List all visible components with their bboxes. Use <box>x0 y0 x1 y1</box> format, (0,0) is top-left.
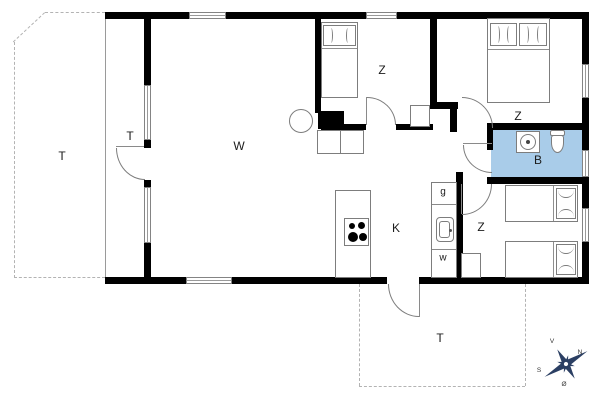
sideboard-right <box>340 130 364 154</box>
burner <box>349 223 355 229</box>
terrace-south-dash-left <box>359 284 360 386</box>
shower-drain-dot <box>526 140 530 144</box>
single-bed-bottom-2 <box>505 241 578 278</box>
compass-label-south: S <box>537 367 542 374</box>
burner <box>358 222 365 229</box>
window-right-bathroom <box>582 150 589 177</box>
wall-hall-jog-horiz <box>430 102 458 109</box>
fireplace <box>318 111 344 129</box>
single-bed-bottom-1 <box>505 185 578 222</box>
door-arc-bedroom-bottom <box>462 184 492 215</box>
window-terrace-divider-2 <box>144 187 151 243</box>
room-label-bathroom: B <box>533 153 543 167</box>
shower <box>516 131 540 153</box>
sink-faucet <box>449 229 452 232</box>
room-label-terrace-south: T <box>436 331 444 345</box>
window-terrace-divider-1 <box>144 85 151 140</box>
window-top-1 <box>189 12 226 19</box>
wall-living-bedroom-vert <box>315 12 321 113</box>
wall-kitchen-bedroom-divider <box>456 184 463 284</box>
room-label-utility: w <box>439 252 447 264</box>
window-top-2 <box>366 12 397 19</box>
room-label-terrace-covered: T <box>126 129 134 143</box>
dining-table-round <box>289 109 313 133</box>
terrace-left-dash-left <box>14 42 15 278</box>
door-arc-terrace <box>116 148 145 180</box>
bed-pillow <box>519 23 547 46</box>
room-label-kitchen: K <box>391 221 401 235</box>
wall-terrace-divider-a <box>144 12 151 85</box>
wall-terrace-divider-d <box>144 243 151 284</box>
compass-label-east: Ø <box>561 381 566 388</box>
counter-divider <box>432 204 456 205</box>
sideboard-left <box>317 130 341 154</box>
bed-linen-line <box>553 242 554 277</box>
stove <box>344 218 369 246</box>
bed-linen-line <box>322 48 357 49</box>
toilet-bowl <box>551 135 564 153</box>
compass-label-west: V <box>550 338 555 345</box>
wall-hall-jog-vert <box>450 102 457 132</box>
wall-living-bedroom-horiz-right <box>396 124 433 130</box>
compass-rose: V N S Ø <box>537 338 588 388</box>
compass-label-north: N <box>578 349 583 356</box>
room-label-living: W <box>233 139 245 153</box>
wall-terrace-divider-b <box>144 140 151 148</box>
counter-divider <box>432 249 456 250</box>
wardrobe-bedroom-top <box>410 105 430 127</box>
terrace-left-dash-top <box>45 12 105 13</box>
door-arc-bathroom <box>463 145 492 173</box>
bed-pillow <box>490 23 517 46</box>
room-label-bedroom-bottom: Z <box>477 220 485 234</box>
door-gap-south <box>387 277 419 284</box>
wall-right <box>582 12 589 284</box>
wall-top <box>105 12 589 19</box>
window-right-bedroom-bottom <box>582 208 589 242</box>
room-label-closet: g <box>440 186 446 198</box>
window-bottom <box>186 277 232 284</box>
door-leaf-bathroom <box>463 143 492 144</box>
window-right-bedroom-top <box>582 64 589 98</box>
wall-hall-stub <box>456 172 463 184</box>
single-bed-top <box>321 22 358 98</box>
wall-bathroom-bottom <box>487 177 589 184</box>
door-arc-south <box>388 284 419 317</box>
burner <box>348 232 358 242</box>
covered-terrace-edge <box>105 18 106 278</box>
double-bed <box>487 18 550 103</box>
bed-linen-line <box>488 49 549 50</box>
terrace-left-dash-bottom <box>14 277 105 278</box>
bed-pillow <box>323 25 356 46</box>
wall-bathroom-left <box>487 123 493 150</box>
wall-bedrooms-divider <box>430 12 437 109</box>
room-label-bedroom-top: Z <box>378 63 386 77</box>
nightstand <box>461 253 481 278</box>
room-label-bedroom-right: Z <box>514 109 522 123</box>
wall-bathroom-top <box>487 123 589 130</box>
wall-bottom <box>105 277 589 284</box>
sink <box>436 217 454 242</box>
burner <box>359 233 367 241</box>
terrace-left-dash-diagonal <box>12 12 45 43</box>
door-leaf-south <box>419 284 420 317</box>
terrace-south-dash-bottom <box>359 386 525 387</box>
bed-pillow <box>556 188 576 219</box>
door-arc-bedroom-top <box>367 97 396 125</box>
compass-hub <box>562 360 570 368</box>
wall-terrace-divider-c <box>144 180 151 187</box>
room-label-terrace-open: T <box>58 149 66 163</box>
bed-linen-line <box>553 186 554 221</box>
door-leaf-bedroom-top <box>366 97 367 125</box>
terrace-south-dash-right <box>525 284 526 386</box>
bed-pillow <box>556 244 576 275</box>
door-leaf-terrace <box>116 146 144 147</box>
